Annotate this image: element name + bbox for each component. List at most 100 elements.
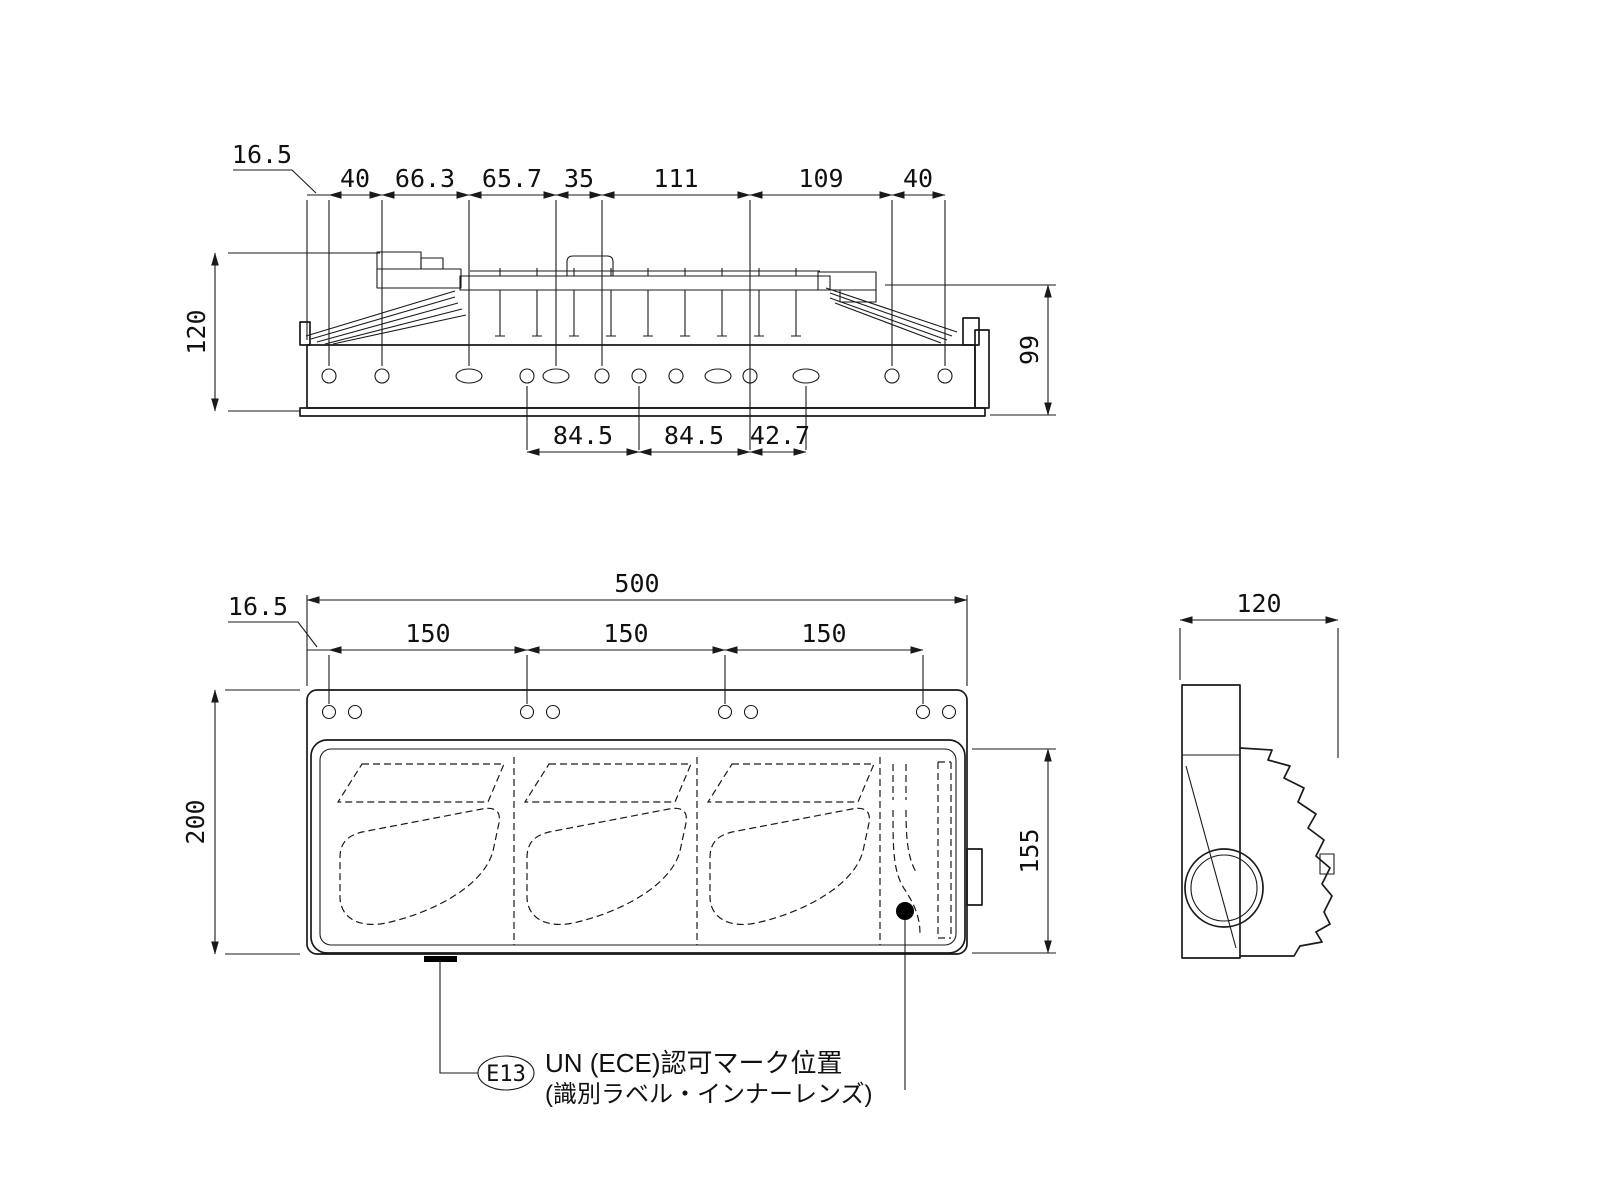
connector-block — [420, 257, 444, 270]
housing-profile — [1239, 747, 1333, 957]
front-view: 500 16.5 150 150 150 200 155 — [181, 569, 1056, 962]
dim-text: 66.3 — [395, 164, 455, 193]
dim-text: 35 — [564, 164, 594, 193]
dim-text-height-right: 99 — [1015, 335, 1044, 365]
dim-text: 65.7 — [482, 164, 542, 193]
bracket-bar — [306, 344, 976, 409]
lens-top-band-2 — [523, 763, 692, 803]
dim-text-height-left: 200 — [181, 799, 210, 844]
dim-text: 40 — [340, 164, 370, 193]
lens-sections-dashed — [336, 757, 952, 945]
mount-hole — [347, 704, 363, 720]
side-tab — [966, 848, 983, 906]
offset-leader — [228, 621, 318, 648]
mount-hole — [321, 704, 337, 720]
bezel-inner — [319, 748, 957, 946]
hole-slot — [542, 368, 570, 384]
mount-hole — [519, 704, 535, 720]
hole-slot — [792, 368, 820, 384]
dim-text: 40 — [903, 164, 933, 193]
offset-leader — [233, 169, 317, 194]
top-view: 16.5 40 66.3 65.7 35 111 109 40 84.5 84.… — [182, 140, 1056, 456]
connector-block — [817, 271, 877, 291]
left-connector — [376, 251, 462, 289]
annotation-line2: (識別ラベル・インナーレンズ) — [545, 1081, 873, 1108]
front-view-part — [306, 689, 983, 962]
top-extension-lines — [228, 200, 1056, 450]
top-vertical-dims: 120 99 — [182, 252, 1052, 416]
dim-text: 84.5 — [664, 421, 724, 450]
connector-block — [839, 289, 877, 303]
dim-text-width: 500 — [614, 569, 659, 598]
side-view-part — [1181, 684, 1335, 959]
hole-circle — [594, 368, 610, 384]
e-mark-oval — [477, 1055, 535, 1091]
annotation-line1: UN (ECE)認可マーク位置 — [545, 1048, 843, 1078]
hole-circle — [937, 368, 953, 384]
e-mark-label: E13 — [486, 1062, 526, 1087]
top-view-part — [299, 251, 990, 417]
hole-circle — [519, 368, 535, 384]
dim-text: 111 — [653, 164, 698, 193]
hole-slot — [455, 368, 483, 384]
lens-top-band-1 — [336, 763, 505, 803]
grommet-inner — [1190, 854, 1258, 922]
front-pitch-chain: 16.5 150 150 150 — [228, 592, 924, 654]
bracket-holes — [321, 368, 953, 384]
top-dim-chain: 16.5 40 66.3 65.7 35 111 109 40 — [232, 140, 946, 199]
side-view: 120 — [1179, 589, 1339, 959]
front-width-dim: 500 — [306, 569, 968, 604]
front-extension-lines — [225, 595, 1056, 955]
hole-slot — [704, 368, 732, 384]
dim-text: 150 — [801, 619, 846, 648]
top-bottom-dim-chain: 84.5 84.5 42.7 — [526, 421, 810, 456]
lens-right-curves — [892, 764, 921, 935]
lens-swoosh-2 — [526, 807, 687, 925]
dim-text: 150 — [405, 619, 450, 648]
connector-block — [376, 268, 462, 289]
front-vertical-dims: 200 155 — [181, 689, 1052, 955]
hole-circle — [631, 368, 647, 384]
hole-circle — [374, 368, 390, 384]
bracket-lip — [299, 407, 986, 417]
approval-mark-dot — [896, 902, 914, 920]
callout-leader-left — [439, 962, 478, 1074]
hole-circle — [668, 368, 684, 384]
hole-circle — [884, 368, 900, 384]
flange-diagonal — [1185, 765, 1237, 949]
mount-hole — [941, 704, 957, 720]
bezel-outer — [310, 739, 966, 954]
housing-ribs — [495, 268, 801, 337]
grommet-outer — [1184, 848, 1264, 928]
side-depth-dim: 120 — [1179, 589, 1339, 624]
connector-block — [376, 251, 422, 270]
mount-hole — [915, 704, 931, 720]
approval-annotation: E13 UN (ECE)認可マーク位置 (識別ラベル・インナーレンズ) — [439, 920, 906, 1108]
dim-text: 42.7 — [750, 421, 810, 450]
mounting-holes — [321, 704, 957, 720]
housing-bump — [566, 255, 614, 276]
lens-right-band — [937, 761, 952, 939]
dim-text-offset: 16.5 — [232, 140, 292, 169]
lens-swoosh-3 — [709, 807, 870, 925]
lens-swoosh-1 — [339, 807, 500, 925]
backplate-outline — [306, 689, 968, 955]
dim-text: 150 — [603, 619, 648, 648]
dim-text-offset: 16.5 — [228, 592, 288, 621]
bracket-right-step — [962, 317, 980, 346]
bracket-left-tab — [299, 321, 311, 346]
dim-text-height-right: 155 — [1015, 828, 1044, 873]
mount-hole — [743, 704, 759, 720]
dim-text: 84.5 — [553, 421, 613, 450]
side-clip — [1319, 853, 1335, 875]
dim-text: 109 — [798, 164, 843, 193]
mount-hole — [717, 704, 733, 720]
lens-separators — [513, 757, 881, 945]
side-extension-lines — [1179, 628, 1339, 758]
hole-circle — [321, 368, 337, 384]
mount-hole — [545, 704, 561, 720]
housing-rail — [459, 275, 831, 291]
lens-top-band-3 — [706, 763, 875, 803]
